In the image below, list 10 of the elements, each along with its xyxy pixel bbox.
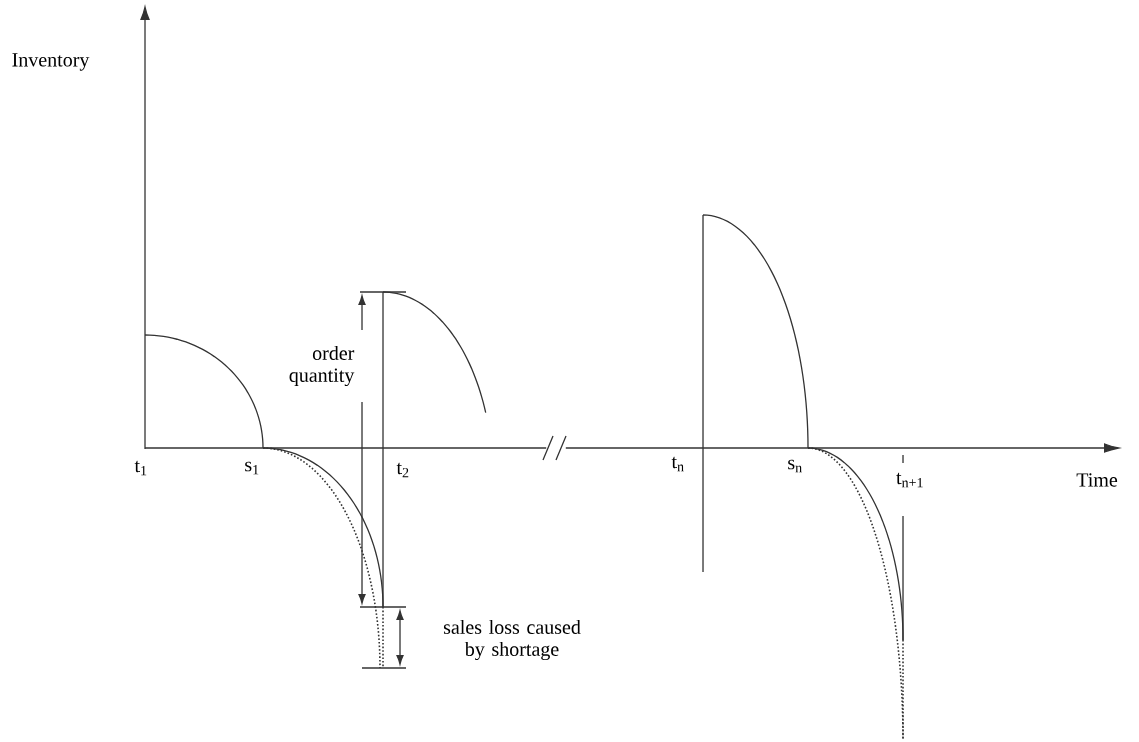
tick-label: t$_{n+1}$: [896, 472, 923, 488]
annotation-text: sales loss caused by shortage: [443, 619, 581, 661]
tick-label: t$_{1}$: [134, 460, 147, 476]
axis-label: Time: [1076, 473, 1118, 487]
annotation-text: order quantity: [289, 345, 355, 387]
tick-label: s$_{n}$: [788, 459, 802, 473]
tick-label: s$_{1}$: [245, 461, 259, 475]
tick-label: t$_{2}$: [396, 462, 409, 478]
axis-label: Inventory: [12, 53, 90, 71]
tick-label: t$_{n}$: [671, 456, 684, 472]
